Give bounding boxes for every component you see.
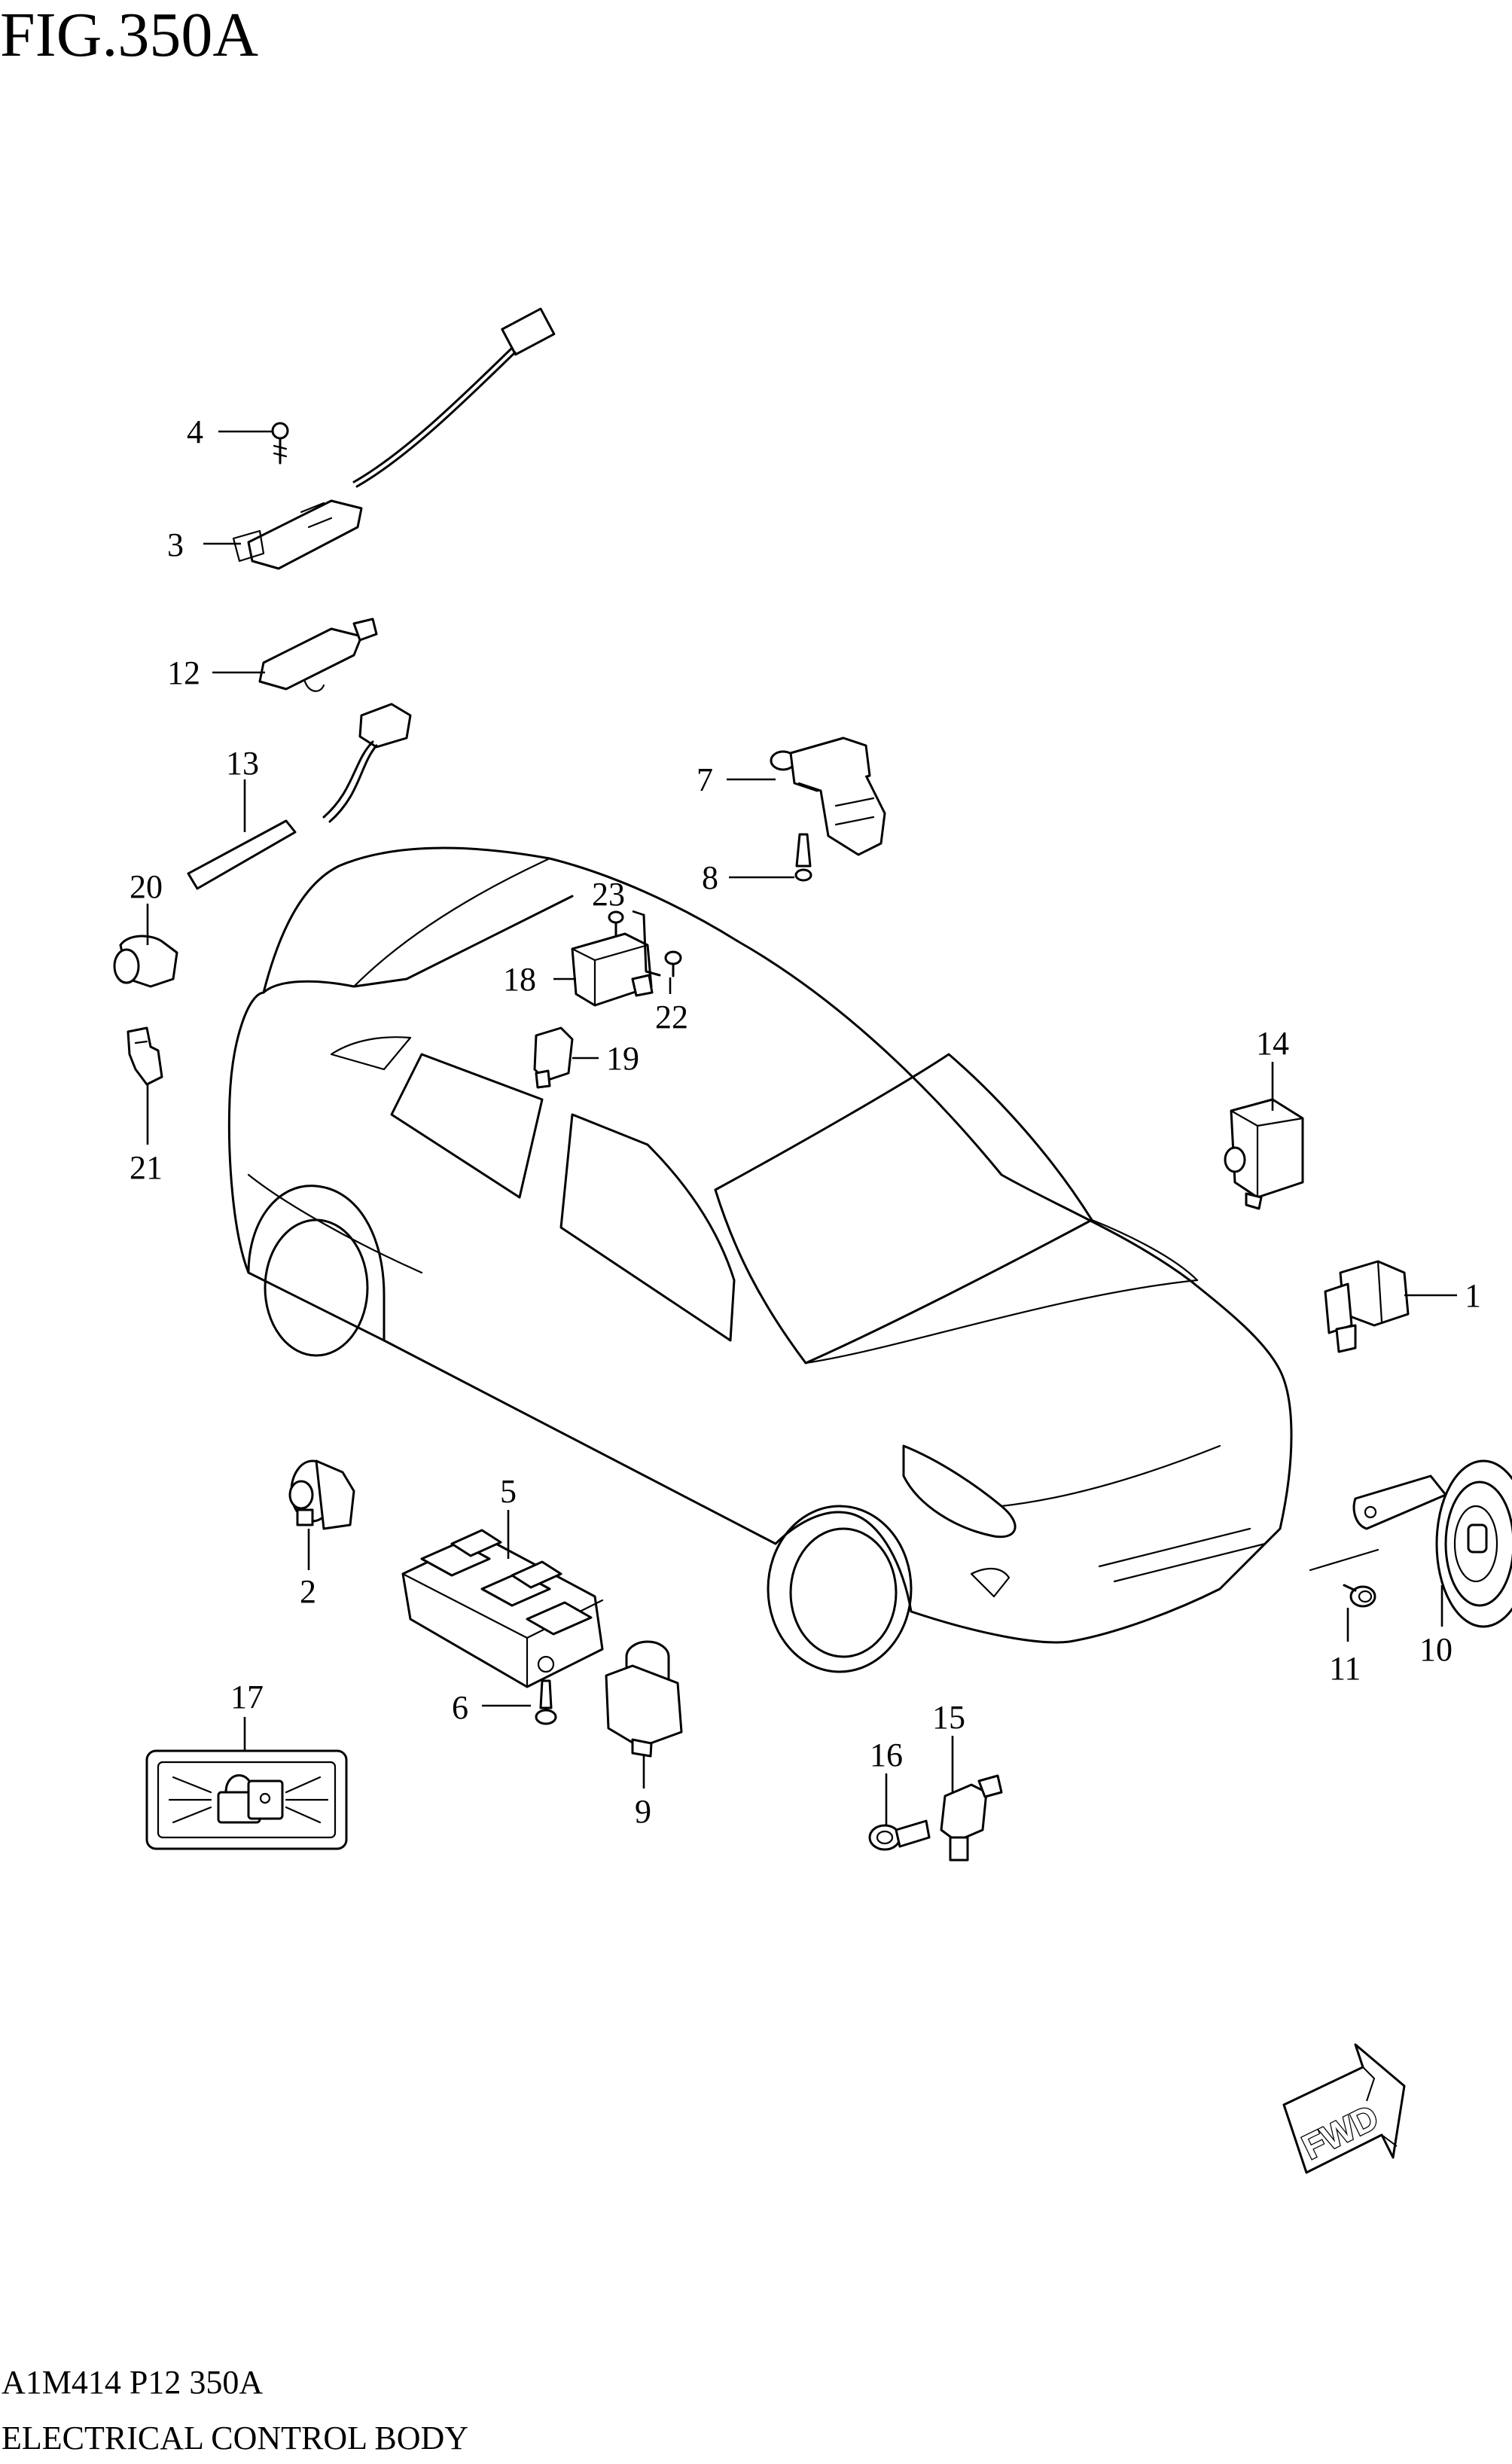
callout-20: 20	[130, 868, 163, 905]
part-8-screw	[794, 833, 812, 882]
part-19-connector	[533, 1026, 574, 1089]
part-4-screw	[271, 422, 289, 465]
part-6-screw	[535, 1679, 557, 1725]
part-7-relay	[770, 736, 886, 856]
leader-lines	[146, 430, 1457, 1826]
forward-direction-badge: FWD	[1282, 2043, 1406, 2174]
part-23-bolt	[608, 910, 624, 939]
callout-14: 14	[1256, 1025, 1289, 1062]
part-15-sensor	[940, 1774, 1003, 1862]
callout-15: 15	[932, 1699, 965, 1736]
rear-side-window	[390, 1053, 544, 1199]
callout-1: 1	[1465, 1277, 1481, 1314]
callout-16: 16	[870, 1737, 903, 1773]
part-22-screw	[664, 950, 682, 977]
front-side-window	[559, 1113, 736, 1342]
part-13-sensor-lead	[187, 703, 412, 890]
callout-7: 7	[697, 761, 713, 798]
callout-21: 21	[130, 1149, 163, 1186]
callout-12: 12	[167, 654, 200, 691]
front-wheel	[767, 1505, 913, 1673]
part-1-sensor	[1324, 1260, 1410, 1353]
part-16-bolt	[868, 1819, 931, 1851]
part-2-switch	[288, 1459, 355, 1530]
part-12-module	[258, 618, 378, 692]
vehicle-outline	[227, 846, 1293, 1673]
callout-17: 17	[230, 1679, 264, 1715]
part-18-control-unit	[571, 913, 661, 1007]
callout-13: 13	[226, 745, 259, 782]
part-10-horn	[1309, 1459, 1512, 1628]
part-17-label-plate	[145, 1749, 348, 1850]
callout-3: 3	[167, 526, 184, 563]
part-21-bracket	[127, 1026, 163, 1086]
callout-labels: 1 2 3 4 5 6 7 8 9 10 11 12 13 14 15 16 1…	[130, 413, 1481, 1830]
callout-4: 4	[187, 413, 203, 450]
windshield	[714, 1053, 1093, 1365]
callout-18: 18	[503, 961, 536, 998]
callout-8: 8	[702, 859, 718, 896]
callout-22: 22	[655, 999, 688, 1035]
diagram-code: A1M414 P12 350A	[2, 2364, 263, 2401]
callout-23: 23	[592, 876, 625, 913]
callout-10: 10	[1419, 1631, 1453, 1668]
figure-title: FIG.350A	[0, 0, 258, 70]
callout-2: 2	[300, 1573, 316, 1610]
diagram-caption: ELECTRICAL CONTROL BODY	[2, 2420, 468, 2456]
callout-5: 5	[500, 1473, 517, 1510]
part-11-bolt	[1343, 1584, 1376, 1608]
callout-19: 19	[606, 1040, 639, 1077]
part-3-cable-assembly	[232, 307, 556, 570]
callout-11: 11	[1329, 1650, 1361, 1687]
part-9-switch	[605, 1640, 683, 1758]
part-5-window-switch-assembly	[401, 1529, 604, 1688]
callout-6: 6	[452, 1689, 468, 1726]
part-14-relay-box	[1224, 1098, 1304, 1210]
headlamp	[902, 1444, 1017, 1538]
quarter-window	[330, 1036, 412, 1071]
part-20-clip	[113, 935, 178, 988]
callout-9: 9	[635, 1793, 651, 1830]
